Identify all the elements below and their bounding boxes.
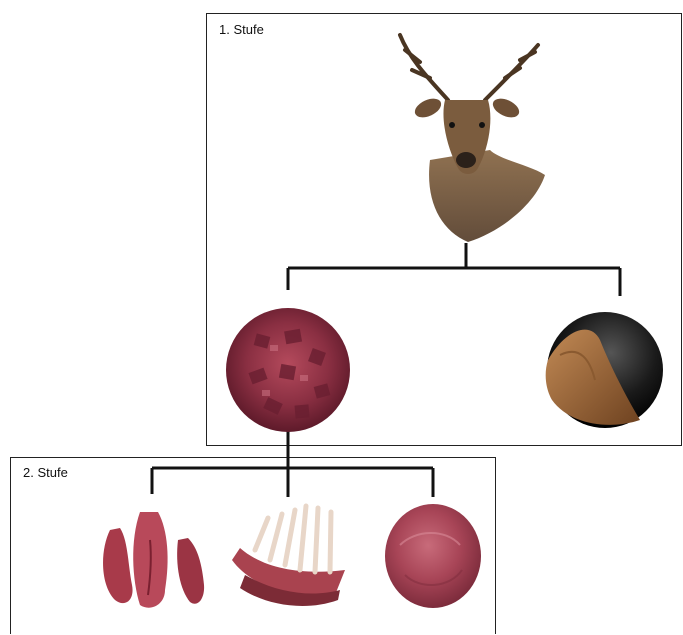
connector-stage-2 [152, 430, 433, 497]
leather-hide-icon [546, 312, 663, 428]
stage-1-label: 1. Stufe [219, 22, 264, 37]
offal-icon [103, 512, 204, 608]
connector-stage-1 [288, 243, 620, 296]
meat-fillet-icon [385, 504, 481, 608]
stage-2-label: 2. Stufe [23, 465, 68, 480]
rack-of-ribs-icon [232, 506, 345, 606]
diced-meat-icon [226, 308, 350, 432]
deer-icon [388, 35, 548, 245]
